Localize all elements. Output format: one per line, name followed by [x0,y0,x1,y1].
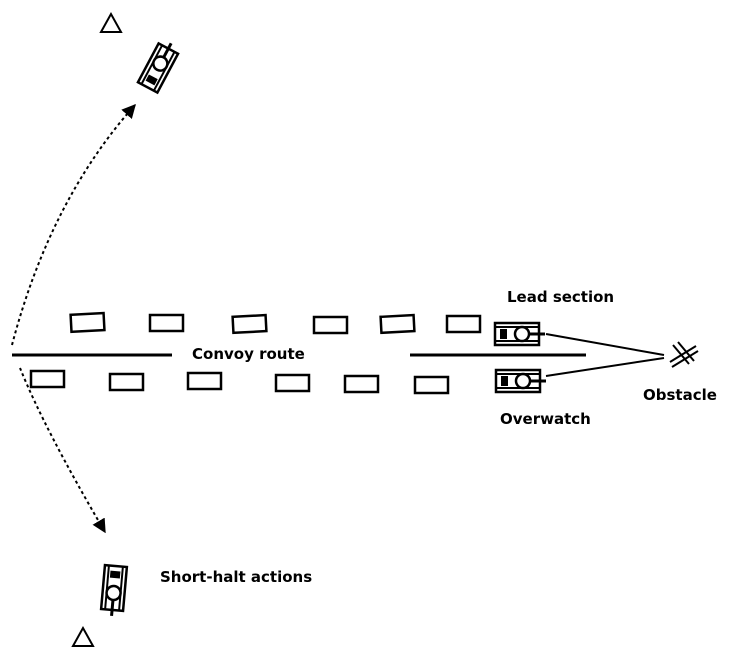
obstacle-label: Obstacle [643,386,717,404]
vehicle [379,313,416,335]
overwatch-tank-icon [494,368,548,394]
lead-to-obstacle-line [545,333,665,356]
observation-triangle-icon [99,11,123,33]
obstacle-icon [669,341,699,368]
vehicle [312,315,349,335]
vehicle [186,371,223,391]
observation-triangle-icon [71,625,95,647]
vehicle [343,374,380,394]
vehicle [413,375,450,395]
lead-section-tank-icon [493,321,547,347]
upper-vehicle-column [69,311,482,335]
vehicle [69,311,106,334]
lead-section-label: Lead section [507,288,614,306]
overwatch-label: Overwatch [500,410,591,428]
vehicle [445,314,482,334]
vehicle [274,373,311,393]
vehicle [148,313,185,333]
overwatch-to-obstacle-line [545,357,665,377]
vehicle [108,372,145,392]
convoy-route-label: Convoy route [192,345,305,363]
vehicle [29,369,66,389]
short-halt-label: Short-halt actions [160,568,312,586]
upper-tank-icon [136,36,183,95]
lower-vehicle-column [29,369,450,395]
vehicle [231,313,268,335]
deployment-arrow-up [11,103,136,346]
lower-tank-icon [99,563,129,619]
deployment-arrow-down [19,367,106,534]
